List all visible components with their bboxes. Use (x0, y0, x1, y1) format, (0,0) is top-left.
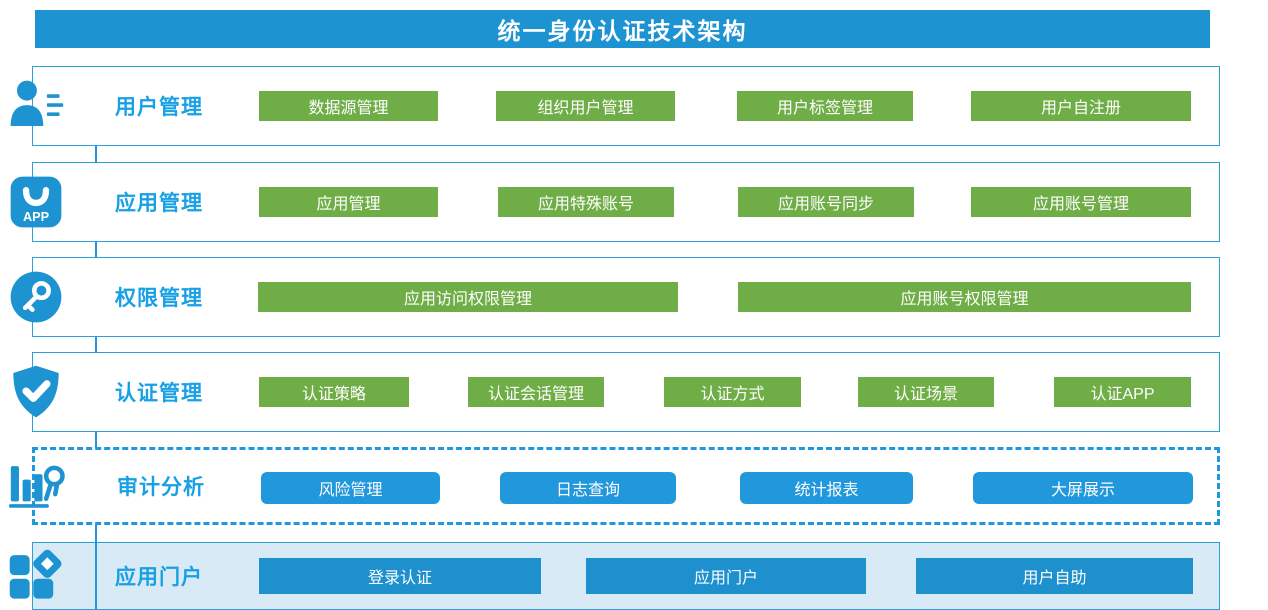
section-connector-line (95, 525, 97, 543)
section-row-permission-management: 权限管理 应用访问权限管理 应用账号权限管理 (10, 257, 1220, 337)
module-button[interactable]: 统计报表 (740, 472, 913, 504)
section-connector-line (95, 337, 97, 353)
module-button[interactable]: 登录认证 (259, 558, 541, 594)
section-label-permission-management: 权限管理 (115, 287, 203, 310)
module-button[interactable]: 应用特殊账号 (498, 187, 674, 217)
module-button[interactable]: 用户标签管理 (737, 91, 913, 121)
shield-check-icon (7, 363, 65, 421)
section-row-auth-management: 认证管理 认证策略 认证会话管理 认证方式 认证场景 认证APP (13, 352, 1220, 432)
module-button[interactable]: 应用门户 (586, 558, 866, 594)
section-connector-line (95, 146, 97, 163)
portal-grid-icon (7, 547, 65, 605)
module-button[interactable]: 认证场景 (858, 377, 994, 407)
app-icon: APP (7, 173, 65, 231)
section-label-auth-management: 认证管理 (115, 382, 203, 405)
section-row-audit-analysis: 审计分析 风险管理 日志查询 统计报表 大屏展示 (9, 447, 1220, 525)
section-label-audit-analysis: 审计分析 (117, 476, 205, 499)
module-button[interactable]: 应用管理 (259, 187, 438, 217)
module-button[interactable]: 应用账号管理 (971, 187, 1191, 217)
module-button[interactable]: 风险管理 (261, 472, 440, 504)
module-button[interactable]: 大屏展示 (973, 472, 1193, 504)
section-label-app-portal: 应用门户 (115, 566, 203, 589)
svg-text:APP: APP (23, 210, 50, 224)
section-row-user-management: 用户管理 数据源管理 组织用户管理 用户标签管理 用户自注册 (10, 66, 1220, 146)
key-icon (7, 268, 65, 326)
section-label-user-management: 用户管理 (115, 96, 203, 119)
module-button[interactable]: 认证方式 (664, 377, 801, 407)
module-button[interactable]: 认证策略 (259, 377, 409, 407)
module-button[interactable]: 应用访问权限管理 (258, 282, 678, 312)
diagram-title-bar: 统一身份认证技术架构 (35, 10, 1210, 48)
module-button[interactable]: 用户自注册 (971, 91, 1191, 121)
module-button[interactable]: 数据源管理 (259, 91, 438, 121)
section-label-app-management: 应用管理 (115, 192, 203, 215)
section-connector-line (95, 543, 97, 610)
section-row-app-management: APP 应用管理 应用管理 应用特殊账号 应用账号同步 应用账号管理 (10, 162, 1220, 242)
user-list-icon (7, 77, 65, 135)
module-button[interactable]: 应用账号权限管理 (738, 282, 1191, 312)
module-button[interactable]: 认证会话管理 (468, 377, 604, 407)
section-row-app-portal: 应用门户 登录认证 应用门户 用户自助 (9, 542, 1220, 610)
module-button[interactable]: 组织用户管理 (496, 91, 675, 121)
module-button[interactable]: 应用账号同步 (738, 187, 914, 217)
section-connector-line (95, 432, 97, 448)
section-connector-line (95, 242, 97, 258)
module-button[interactable]: 日志查询 (500, 472, 676, 504)
audit-chart-icon (9, 457, 67, 515)
page-title: 统一身份认证技术架构 (497, 18, 748, 44)
module-button[interactable]: 认证APP (1054, 377, 1191, 407)
module-button[interactable]: 用户自助 (916, 558, 1193, 594)
